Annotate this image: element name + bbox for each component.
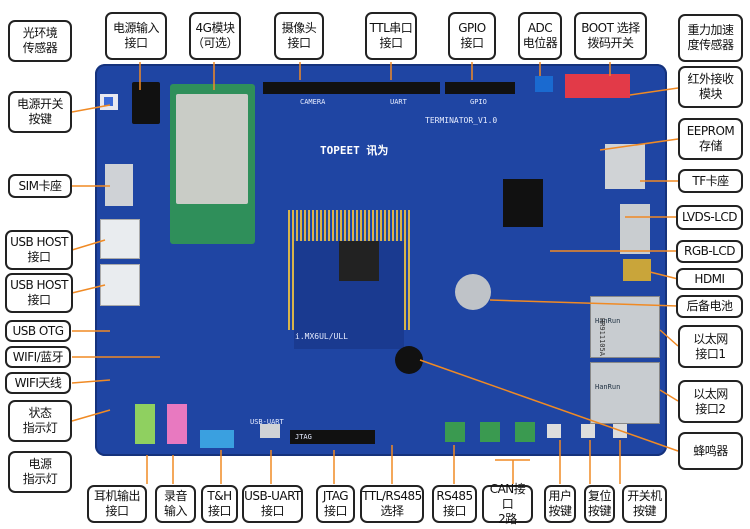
label-lvds-lcd: LVDS-LCD <box>676 205 743 230</box>
eth-model-silk: HR911105A <box>598 318 606 356</box>
label-boot-switch: BOOT 选择拨码开关 <box>574 12 647 60</box>
buzzer <box>395 346 423 374</box>
headphone-jack <box>135 404 155 444</box>
sim-slot <box>105 164 133 206</box>
gpio-connector <box>445 82 515 94</box>
label-light-sensor: 光环境传感器 <box>8 20 72 62</box>
boot-dip-switch <box>565 74 630 98</box>
label-gravity-sensor: 重力加速度传感器 <box>678 14 743 62</box>
jtag-silk: JTAG <box>295 433 312 441</box>
tf-slot <box>605 144 645 189</box>
label-ttl-uart: TTL串口接口 <box>365 12 417 60</box>
label-tf-slot: TF卡座 <box>678 169 743 193</box>
usb-uart-port <box>260 424 280 438</box>
usb-uart-silk: USB-UART <box>250 418 284 426</box>
development-board: CAMERA UART GPIO TERMINATOR_V1.0 TOPEET … <box>95 64 667 456</box>
camera-silk: CAMERA <box>300 98 326 106</box>
ethernet-port-2: HanRun <box>590 362 660 424</box>
label-power-input: 电源输入接口 <box>105 12 167 60</box>
label-reset-key: 复位按键 <box>584 485 615 523</box>
label-ethernet-1: 以太网接口1 <box>678 325 743 368</box>
label-4g-module: 4G模块（可选） <box>189 12 241 60</box>
label-headphone: 耳机输出接口 <box>87 485 147 523</box>
cpu-core-board <box>288 210 410 349</box>
label-backup-battery: 后备电池 <box>676 295 743 318</box>
uart-connector <box>365 82 440 94</box>
label-buzzer: 蜂鸣器 <box>678 432 743 470</box>
label-user-key: 用户按键 <box>544 485 576 523</box>
label-sim: SIM卡座 <box>8 174 72 198</box>
usb-host-2 <box>100 264 140 306</box>
label-rgb-lcd: RGB-LCD <box>676 240 743 263</box>
brand-logo: TOPEET 讯为 <box>320 144 389 157</box>
board-name: TERMINATOR_V1.0 <box>425 116 498 125</box>
4g-module <box>170 84 255 244</box>
label-wifi-bt: WIFI/蓝牙 <box>5 346 71 368</box>
label-power-switch: 电源开关按键 <box>8 91 72 133</box>
cpu-silk: i.MX6UL/ULL <box>295 332 348 341</box>
can-terminal-2 <box>515 422 535 442</box>
backup-battery <box>455 274 491 310</box>
label-ir-receiver: 红外接收模块 <box>678 66 743 108</box>
user-key[interactable] <box>547 424 561 438</box>
can-terminal-1 <box>480 422 500 442</box>
reset-key[interactable] <box>581 424 595 438</box>
label-usb-otg: USB OTG <box>5 320 71 342</box>
label-power-key: 开关机按键 <box>622 485 667 523</box>
uart-silk: UART <box>390 98 407 106</box>
jtag-connector <box>290 430 375 444</box>
th-connector <box>200 430 234 448</box>
gpio-silk: GPIO <box>470 98 487 106</box>
rs485-terminal <box>445 422 465 442</box>
label-power-led: 电源指示灯 <box>8 451 72 493</box>
label-wifi-antenna: WIFI天线 <box>5 372 71 394</box>
lvds-connector <box>620 204 650 254</box>
mic-jack <box>167 404 187 444</box>
label-status-led: 状态指示灯 <box>8 400 72 442</box>
power-jack <box>132 82 160 124</box>
label-hdmi: HDMI <box>676 268 743 290</box>
label-mic: 录音输入 <box>155 485 196 523</box>
power-switch <box>100 94 118 110</box>
label-camera: 摄像头接口 <box>274 12 324 60</box>
onoff-key[interactable] <box>613 424 627 438</box>
usb-host-1 <box>100 219 140 259</box>
label-ethernet-2: 以太网接口2 <box>678 380 743 423</box>
adc-pot <box>535 76 553 92</box>
hdmi-port <box>623 259 651 281</box>
lcd-ic <box>503 179 543 227</box>
camera-connector <box>263 82 373 94</box>
